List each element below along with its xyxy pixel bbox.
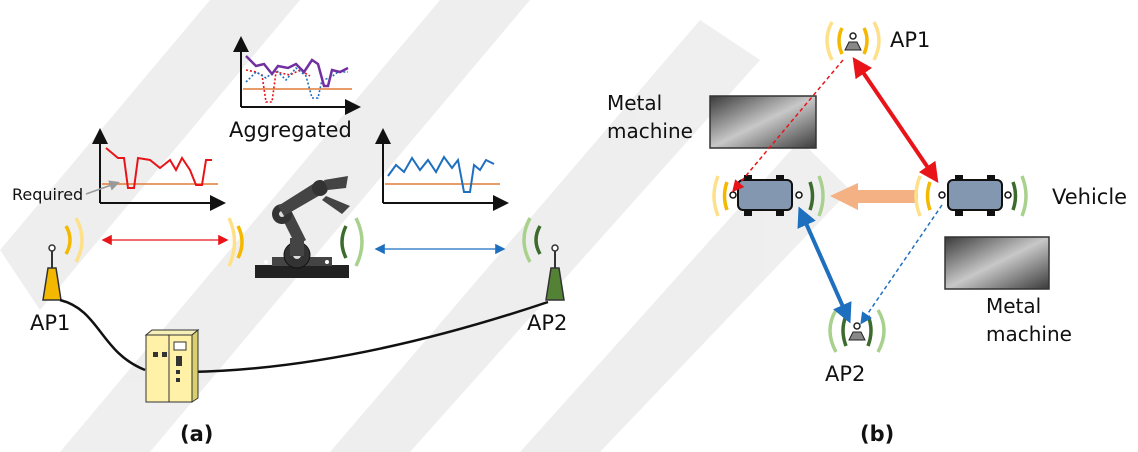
- robot-arm-icon: [227, 176, 364, 278]
- draft-watermark: [0, 0, 850, 452]
- panel-a: Aggregated Required AP1 AP2: [12, 36, 567, 446]
- metal-machine-top-icon: [709, 95, 817, 149]
- ap1-antenna-icon: [42, 217, 84, 301]
- caption-b: (b): [860, 422, 894, 446]
- chart-ap1-signal: [92, 128, 226, 211]
- required-label: Required: [12, 185, 83, 204]
- ap2-antenna-icon: [522, 217, 565, 301]
- metal-top-line1: Metal: [607, 91, 662, 115]
- ap1-label-a: AP1: [30, 311, 70, 335]
- panel-b: AP1 AP2 Metal machine Metal machine: [607, 21, 1127, 446]
- chart-aggregated: [233, 36, 361, 115]
- caption-a: (a): [180, 422, 213, 446]
- cable-ap1: [59, 298, 146, 372]
- metal-bottom-line1: Metal: [986, 294, 1041, 318]
- aggregated-label: Aggregated: [229, 118, 352, 142]
- ap1-vehicle-strong-link: [852, 57, 939, 183]
- metal-machine-bottom-icon: [944, 236, 1050, 290]
- metal-top-line2: machine: [607, 119, 693, 143]
- cable-ap2: [189, 300, 549, 374]
- ap2-vehicle-strong-link: [797, 206, 852, 324]
- metal-bottom-line2: machine: [986, 322, 1072, 346]
- chart-ap2-signal: [375, 128, 509, 211]
- movement-arrow: [830, 183, 918, 210]
- required-pointer-arrow: [85, 180, 120, 195]
- ap1-access-point-icon: [825, 21, 881, 61]
- vehicle-icon-right: [914, 175, 1028, 217]
- ap1-label-b: AP1: [890, 28, 930, 52]
- controller-cabinet-icon: [144, 328, 200, 403]
- ap2-access-point-icon: [828, 309, 886, 353]
- vehicle-label: Vehicle: [1052, 185, 1127, 209]
- ap2-label-b: AP2: [825, 362, 865, 386]
- ap2-label-a: AP2: [527, 311, 567, 335]
- ap1-vehicle-blocked-link: [732, 59, 844, 193]
- ap2-vehicle-blocked-link: [860, 204, 943, 325]
